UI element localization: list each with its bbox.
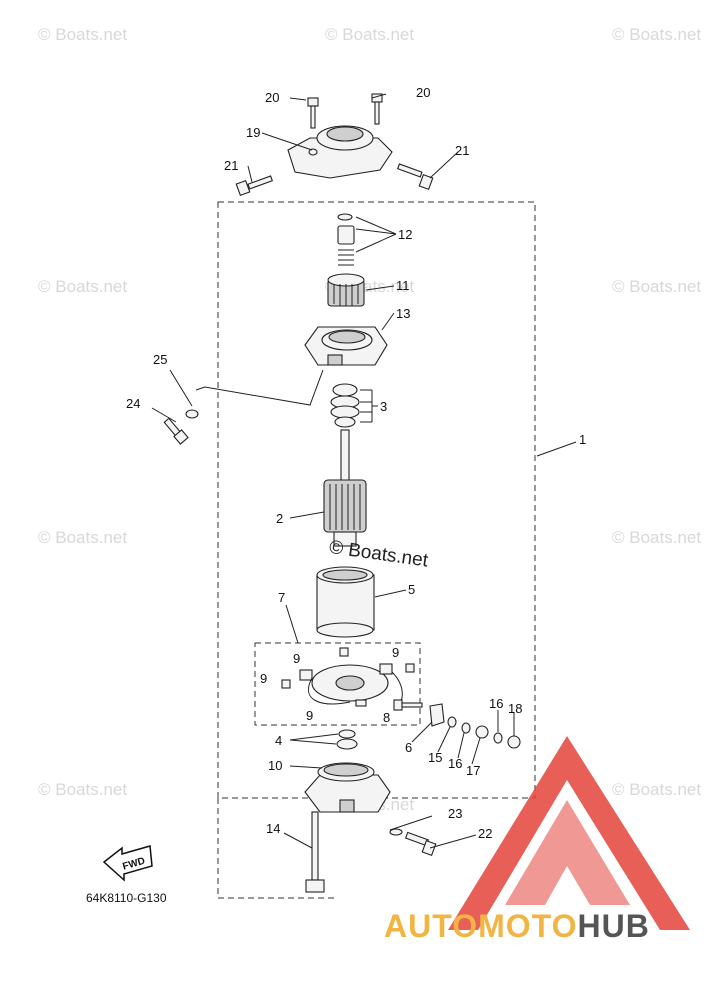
logo-text-secondary: HUB (577, 908, 649, 944)
callout-label: 13 (396, 306, 410, 321)
brush-holder-part (281, 647, 415, 707)
callout-label: 20 (416, 85, 430, 100)
callout-label: 5 (408, 582, 415, 597)
bolt-part (163, 409, 199, 445)
logo-triangle-icon (448, 736, 690, 930)
bracket-part (287, 125, 393, 179)
callout-label: 6 (405, 740, 412, 755)
callout-label: 11 (396, 278, 410, 293)
callout-label: 14 (266, 821, 280, 836)
logo-inner-triangle-icon (505, 800, 630, 905)
watermark-text: © Boats.net (38, 25, 127, 44)
callout-label: 25 (153, 352, 167, 367)
callout-label: 4 (275, 733, 282, 748)
callout-label: 3 (380, 399, 387, 414)
pinion-gear-part (327, 273, 365, 307)
yoke-part (316, 566, 375, 638)
callout-label: 8 (383, 710, 390, 725)
bolt-part (389, 828, 437, 857)
callout-label: 9 (392, 645, 399, 660)
watermark-text: © Boats.net (38, 780, 127, 799)
callout-label: 21 (224, 158, 238, 173)
callout-label: 23 (448, 806, 462, 821)
watermark-text: © Boats.net (38, 277, 127, 296)
watermark-text: © Boats.net (612, 780, 701, 799)
callout-label: 15 (428, 750, 442, 765)
callout-label: 10 (268, 758, 282, 773)
callout-label: 24 (126, 396, 140, 411)
callout-label: 7 (278, 590, 285, 605)
rear-cover-part (304, 762, 391, 813)
bolt-part (235, 93, 434, 197)
spring-set-part (337, 213, 355, 266)
washer-part (336, 729, 358, 750)
callout-label: 16 (489, 696, 503, 711)
watermark-text: © Boats.net (612, 277, 701, 296)
callout-label: 9 (260, 671, 267, 686)
callout-label: 1 (579, 432, 586, 447)
callout-label: 18 (508, 701, 522, 716)
watermark-layer: © Boats.net © Boats.net © Boats.net © Bo… (38, 25, 701, 814)
callout-label: 9 (306, 708, 313, 723)
brush-holder-boundary (254, 642, 421, 726)
callout-label: 12 (398, 227, 412, 242)
center-watermark: © Boats.net (328, 537, 430, 572)
fwd-arrow-icon: FWD (102, 845, 153, 882)
callout-label: 17 (466, 763, 480, 778)
callout-label: 20 (265, 90, 279, 105)
front-cover-part (304, 326, 388, 366)
terminal-hardware-part (393, 699, 521, 749)
through-bolt-part (305, 811, 325, 893)
watermark-text: © Boats.net (612, 528, 701, 547)
diagram-part-number: 64K8110-G130 (86, 891, 167, 905)
callout-label: 22 (478, 826, 492, 841)
watermark-text: © Boats.net (325, 25, 414, 44)
armature-part (323, 429, 367, 547)
callout-label: 21 (455, 143, 469, 158)
watermark-text: © Boats.net (38, 528, 127, 547)
logo-text-primary: AUTOMOTO (384, 908, 577, 944)
leader-lines (151, 93, 577, 849)
washer-stack-part (330, 383, 360, 428)
callout-labels: 1 2 3 4 5 6 7 8 9 10 11 12 13 14 15 16 1… (126, 85, 586, 841)
callout-label: 16 (448, 756, 462, 771)
brand-logo: AUTOMOTOHUB (384, 736, 690, 944)
logo-text: AUTOMOTOHUB (384, 908, 650, 944)
callout-label: 19 (246, 125, 260, 140)
callout-label: 2 (276, 511, 283, 526)
callout-label: 9 (293, 651, 300, 666)
watermark-text: © Boats.net (612, 25, 701, 44)
